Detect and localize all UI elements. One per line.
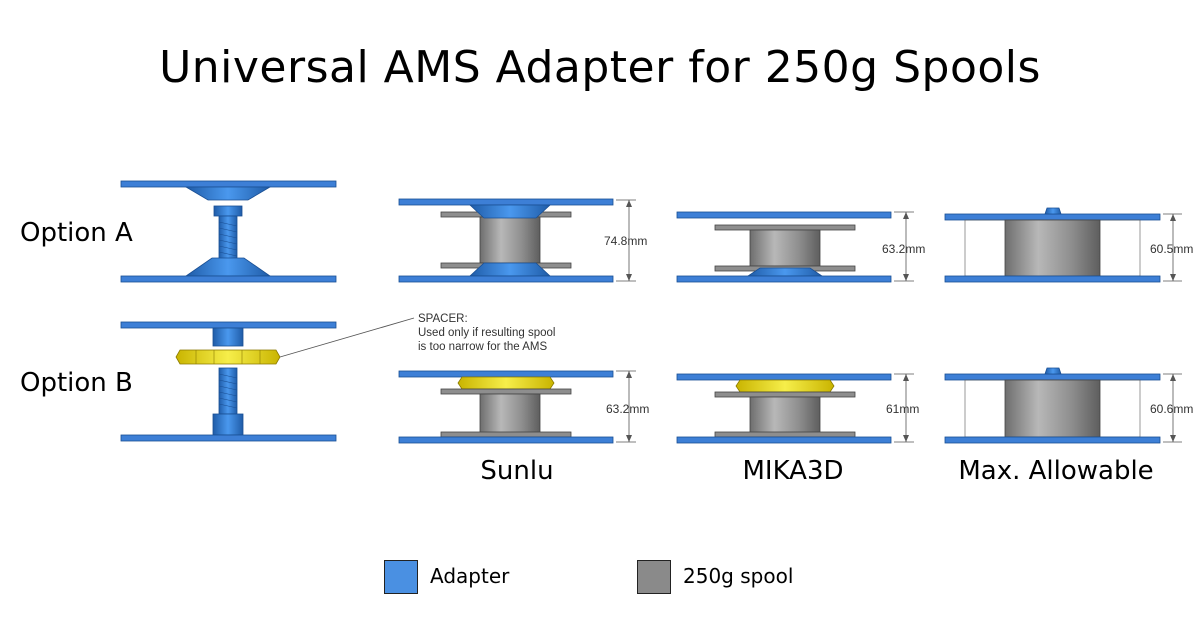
column-label-mika3d: MIKA3D [742,456,844,486]
spool-core [1004,379,1101,438]
spool-core [749,229,821,267]
option-b-label: Option B [20,368,133,398]
spacer-note-line: Used only if resulting spool [418,327,556,339]
dimension-label: 63.2mm [882,242,926,256]
sunlu-option-b [398,370,636,444]
legend-label-adapter: Adapter [430,564,510,588]
spool-core [479,216,541,264]
dimension-label: 63.2mm [606,402,650,416]
mika3d-option-b [676,373,914,444]
adapter-nut [212,327,244,347]
adapter-cone [184,186,272,201]
adapter-cone [184,257,272,277]
mika3d-option-a [676,211,914,283]
adapter-plate [120,434,337,442]
option-a-exploded [120,180,337,283]
spacer-ring [457,376,555,390]
option-a-label: Option A [20,218,133,248]
adapter-plate [120,275,337,283]
spacer-ring [735,379,835,393]
max-allowable-option-a [944,207,1182,283]
dimension-label: 60.5mm [1150,242,1194,256]
dimension-label: 60.6mm [1150,402,1194,416]
leader-line [279,317,415,358]
spool-core [749,396,821,434]
column-label-sunlu: Sunlu [480,456,554,486]
spacer-note-line: is too narrow for the AMS [418,341,548,353]
spool-core [479,393,541,435]
dimension-label: 74.8mm [604,234,648,248]
adapter-plate [120,321,337,329]
adapter-plate [120,180,337,188]
spacer-note: SPACER: Used only if resulting spool is … [418,312,618,354]
legend-label-spool: 250g spool [683,564,794,588]
dimension-label: 61mm [886,402,920,416]
spacer-note-line: SPACER: [418,313,468,325]
legend-swatch-spool [637,560,671,594]
spool-core [1004,219,1101,277]
option-b-exploded [120,317,415,442]
max-allowable-option-b [944,367,1182,444]
adapter-nut [213,205,243,217]
legend-swatch-adapter [384,560,418,594]
spacer-ring [175,349,281,365]
column-label-max-allowable: Max. Allowable [958,456,1154,486]
adapter-nut [212,413,244,436]
sunlu-option-a [398,198,636,283]
page-title: Universal AMS Adapter for 250g Spools [159,42,1041,93]
